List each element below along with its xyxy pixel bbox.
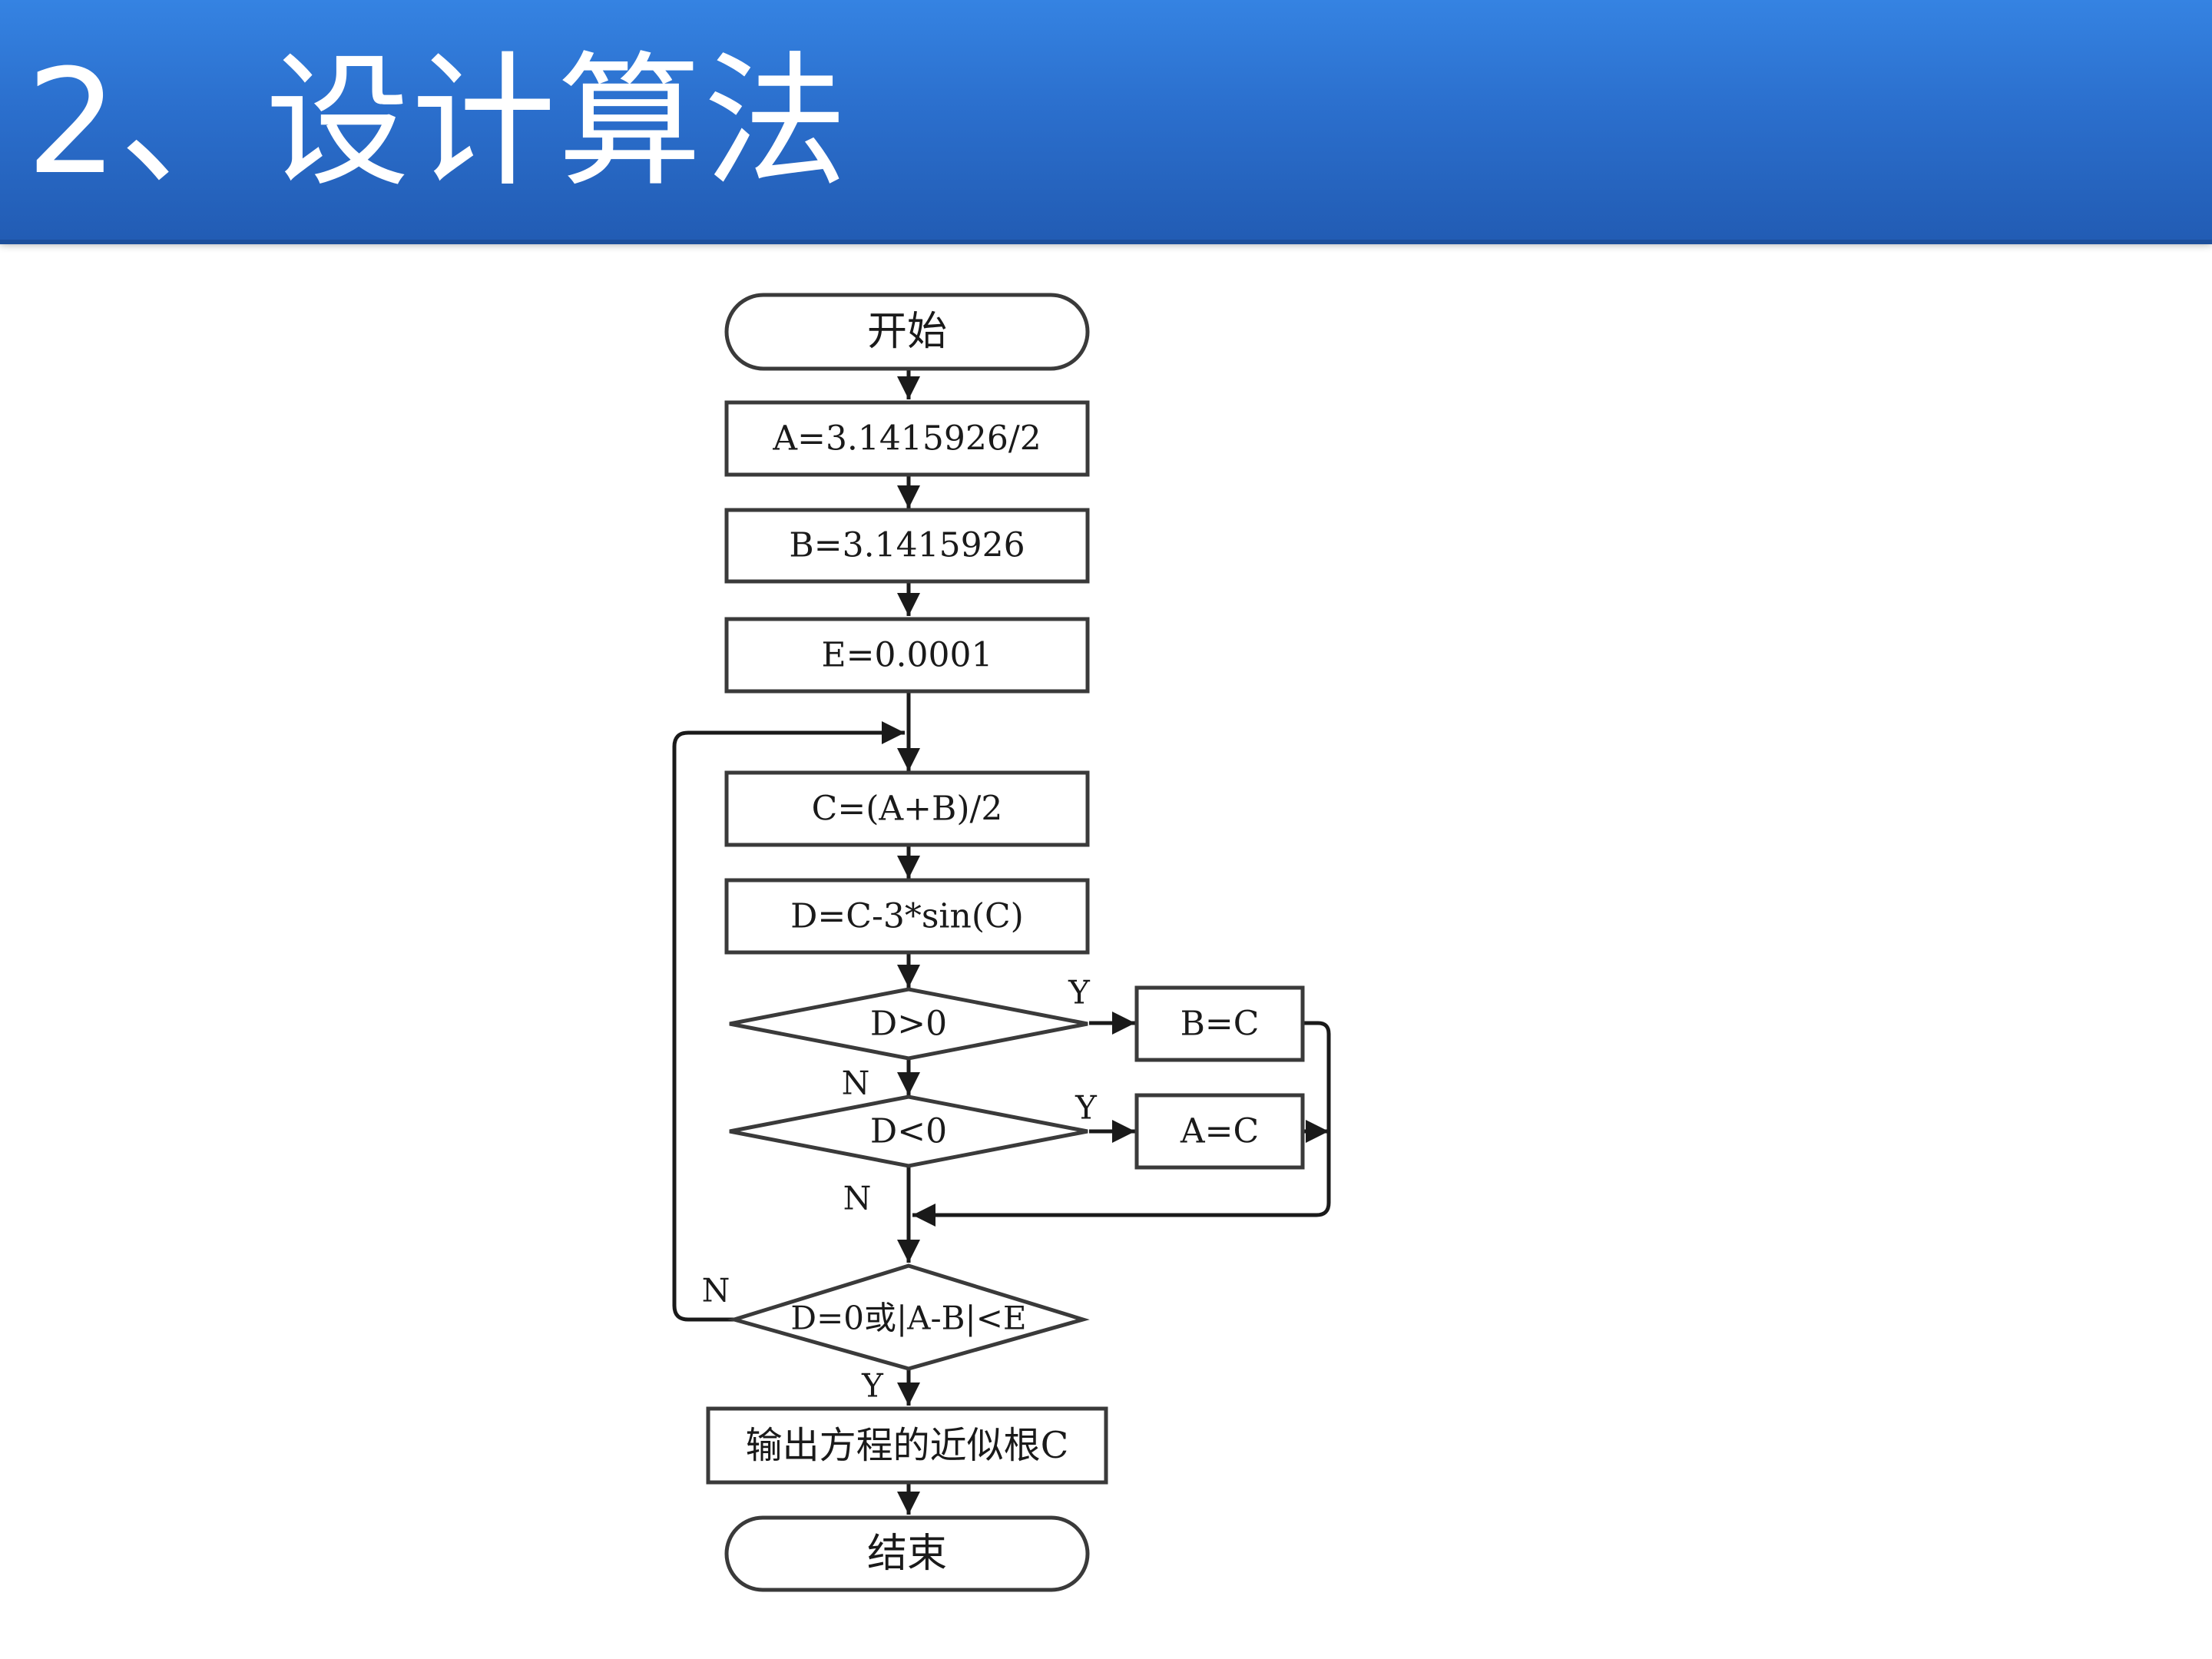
title-banner-edge (0, 240, 2212, 244)
branch-stop-no: N (702, 1272, 730, 1310)
output-box (706, 1406, 1108, 1485)
branch-stop-yes: Y (861, 1367, 884, 1405)
decision-d-negative-label: D<0 (870, 1112, 947, 1151)
flow-node-labels: 开始 A=3.1415926/2 B=3.1415926 E=0.0001 C=… (746, 309, 1260, 1577)
end-terminal (724, 1515, 1090, 1592)
decision-d-positive (729, 987, 1088, 1061)
decision-stop (727, 1263, 1090, 1371)
assign-b-box (724, 508, 1090, 584)
compute-d-box (724, 878, 1090, 955)
compute-c-label: C=(A+B)/2 (812, 790, 1003, 829)
output-label: 输出方程的近似根C (746, 1424, 1069, 1467)
end-label: 结束 (867, 1531, 947, 1577)
connector-merge-return (912, 1021, 1331, 1227)
branch-d-negative-yes: Y (1075, 1089, 1098, 1127)
decision-d-negative (729, 1094, 1088, 1168)
title-banner (0, 0, 2212, 240)
decision-stop-label: D=0或|A-B|<E (790, 1300, 1026, 1337)
branch-d-negative-no: N (843, 1180, 872, 1217)
start-label: 开始 (867, 309, 947, 355)
set-a-box (1134, 1093, 1305, 1170)
assign-e-label: E=0.0001 (822, 636, 993, 675)
compute-d-label: D=C-3*sin(C) (790, 897, 1024, 936)
branch-d-positive-yes: Y (1068, 974, 1091, 1012)
start-terminal (724, 293, 1090, 371)
assign-b-label: B=3.1415926 (789, 526, 1025, 565)
connector-loop-back (672, 721, 905, 1322)
flow-connectors (672, 369, 1331, 1515)
assign-e-box (724, 617, 1090, 694)
flow-branch-labels: Y N Y N N Y (702, 974, 1098, 1405)
assign-a-box (724, 400, 1090, 477)
compute-c-box (724, 770, 1090, 847)
slide-title: 2、设计算法 (26, 38, 849, 207)
set-b-box (1134, 985, 1305, 1062)
branch-d-positive-no: N (842, 1065, 870, 1102)
set-b-label: B=C (1181, 1005, 1260, 1044)
flow-nodes (706, 293, 1305, 1592)
set-a-label: A=C (1180, 1112, 1259, 1151)
assign-a-label: A=3.1415926/2 (772, 419, 1041, 459)
decision-d-positive-label: D>0 (870, 1005, 947, 1044)
